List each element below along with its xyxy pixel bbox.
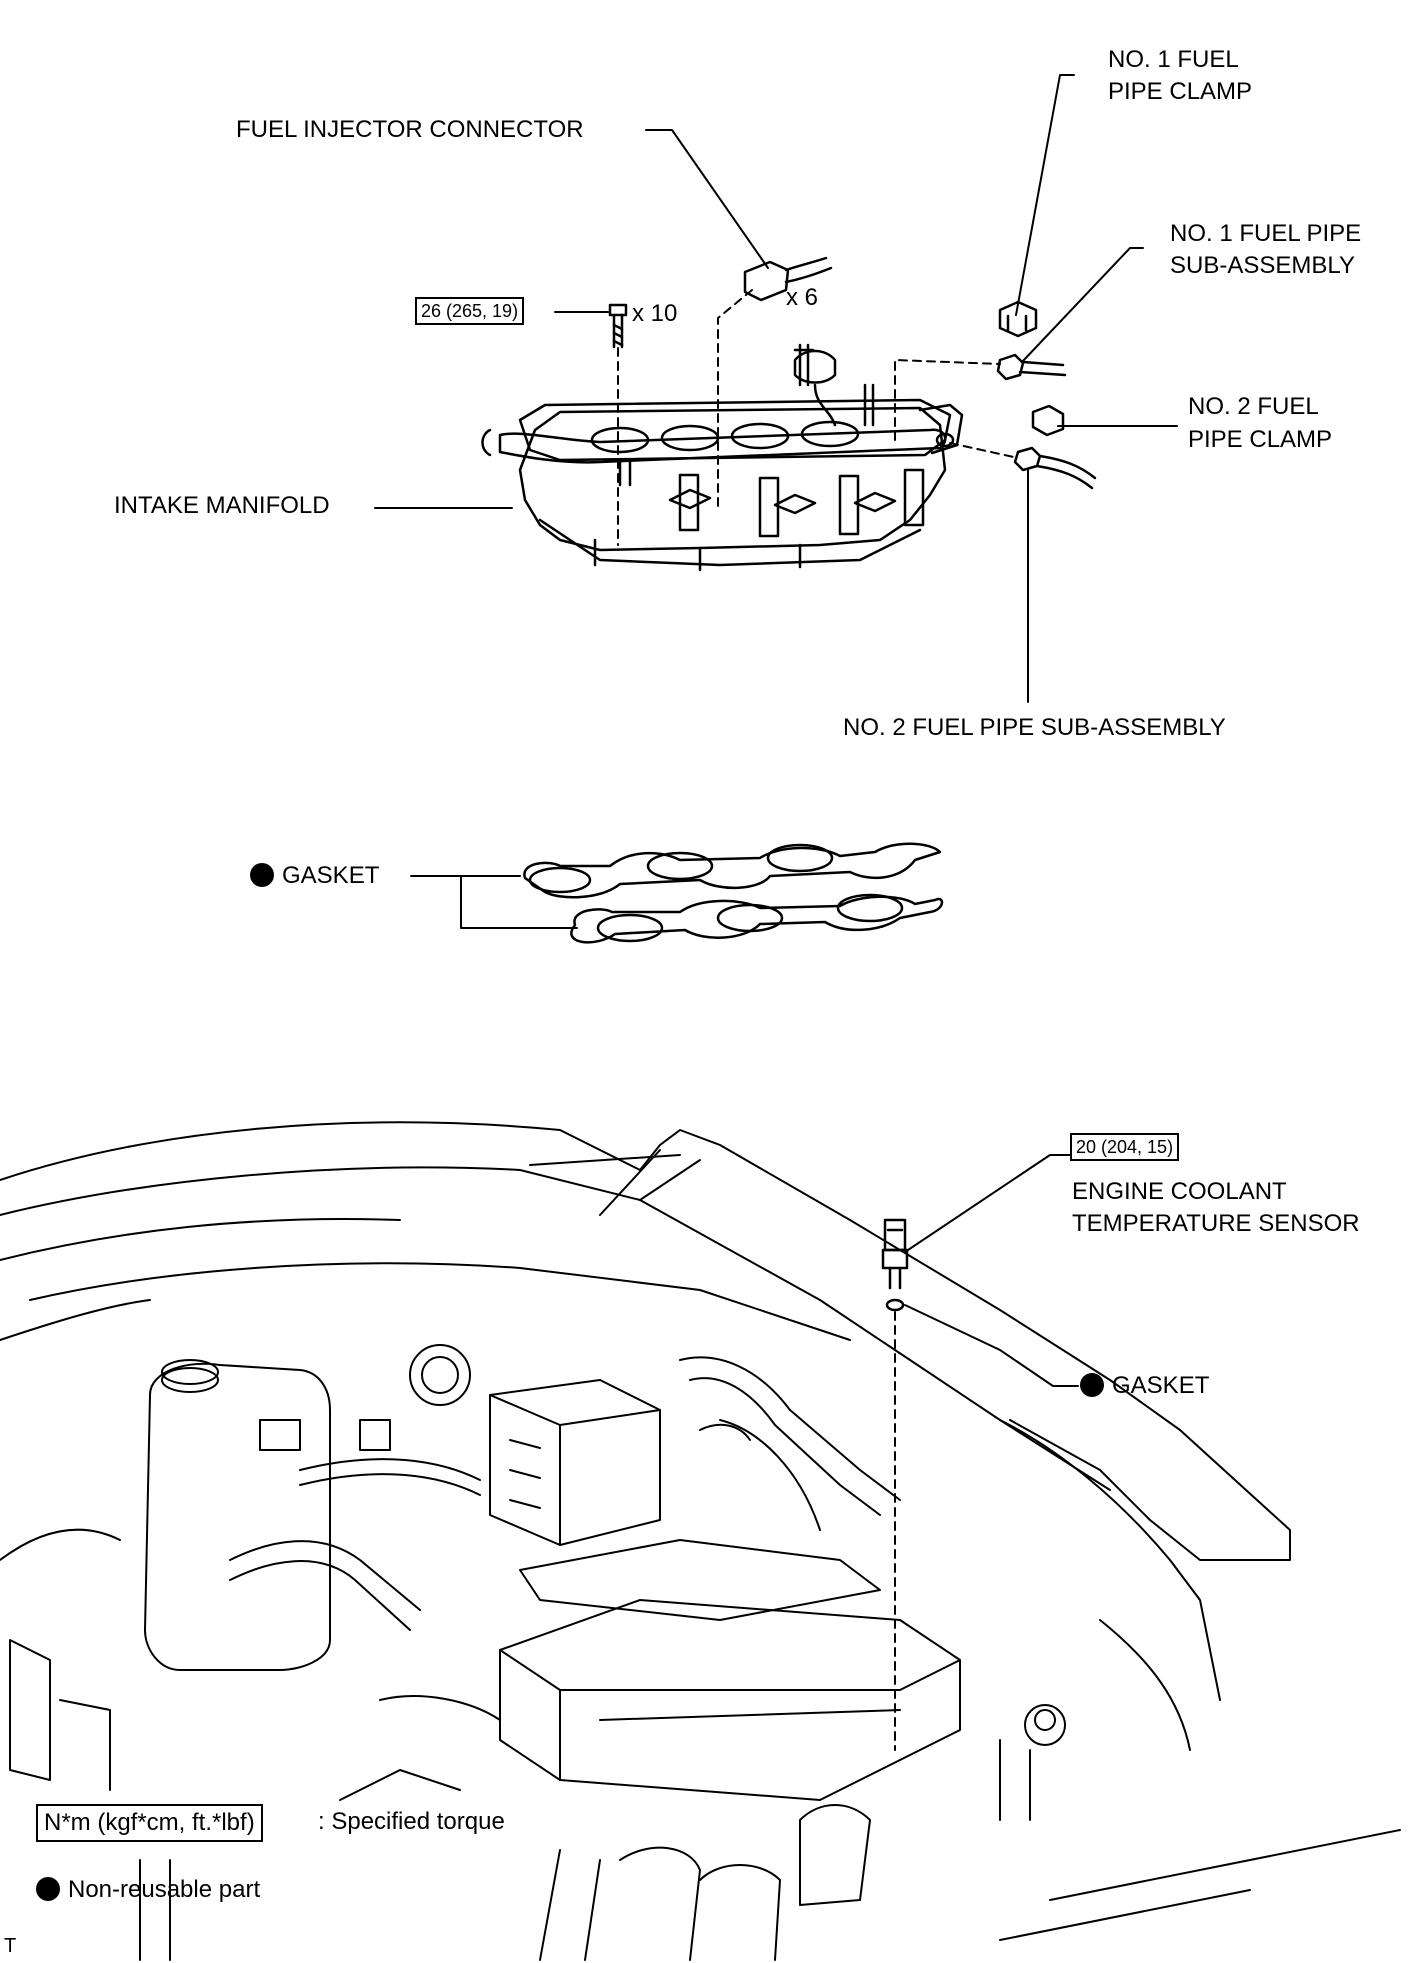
- gasket-lower-text: GASKET: [1112, 1372, 1210, 1399]
- legend-torque-text: : Specified torque: [318, 1808, 505, 1835]
- gasket-upper-label: GASKET: [250, 862, 379, 890]
- non-reusable-icon: [1080, 1373, 1104, 1397]
- no1-fuel-pipe-clamp-label-line1: NO. 1 FUEL: [1108, 46, 1239, 73]
- leader-lines-upper: [374, 74, 1178, 929]
- no1-fuel-pipe-illustration: [996, 353, 1067, 381]
- intake-manifold-illustration: [481, 343, 964, 572]
- dashed-lines-upper: [617, 289, 1019, 546]
- no2-fuel-pipe-clamp-label-line2: PIPE CLAMP: [1188, 426, 1333, 453]
- gasket-lower-label: GASKET: [1080, 1372, 1209, 1400]
- bolt-quantity: x 10: [632, 300, 678, 327]
- no2-fuel-pipe-clamp-illustration: [1031, 404, 1065, 437]
- bolt-torque-spec: 26 (265, 19): [415, 297, 525, 325]
- legend-nonreusable-text: Non-reusable part: [68, 1876, 261, 1903]
- no1-fuel-pipe-clamp-label-line2: PIPE CLAMP: [1108, 78, 1253, 105]
- intake-manifold-label: INTAKE MANIFOLD: [114, 492, 330, 519]
- non-reusable-icon: [36, 1877, 60, 1901]
- legend-nonreusable: Non-reusable part: [36, 1876, 260, 1904]
- no2-fuel-pipe-illustration: [1013, 446, 1097, 490]
- ect-sensor-illustration: [881, 1218, 909, 1312]
- no2-fuel-pipe-sub-label: NO. 2 FUEL PIPE SUB-ASSEMBLY: [843, 714, 1226, 741]
- corner-mark: T: [4, 1935, 17, 1957]
- sensor-torque-spec: 20 (204, 15): [1070, 1133, 1180, 1161]
- legend-torque-unit: N*m (kgf*cm, ft.*lbf): [36, 1804, 263, 1842]
- no1-fuel-pipe-sub-label-line2: SUB-ASSEMBLY: [1170, 252, 1355, 279]
- fuel-injector-connector-label: FUEL INJECTOR CONNECTOR: [236, 116, 584, 143]
- connector-quantity: x 6: [786, 284, 819, 311]
- ect-sensor-label-line2: TEMPERATURE SENSOR: [1072, 1210, 1360, 1237]
- ect-sensor-label-line1: ENGINE COOLANT: [1072, 1178, 1287, 1205]
- fuel-injector-connector-illustration: [743, 256, 833, 302]
- engine-bay-illustration: [0, 1121, 1401, 1961]
- leader-lines-lower: [904, 1154, 1079, 1387]
- bolt-illustration: [608, 303, 628, 349]
- non-reusable-icon: [250, 863, 274, 887]
- no2-fuel-pipe-clamp-label-line1: NO. 2 FUEL: [1188, 393, 1319, 420]
- gasket-upper-text: GASKET: [282, 862, 380, 889]
- intake-gasket-illustration: [523, 842, 944, 944]
- no1-fuel-pipe-sub-label-line1: NO. 1 FUEL PIPE: [1170, 220, 1362, 247]
